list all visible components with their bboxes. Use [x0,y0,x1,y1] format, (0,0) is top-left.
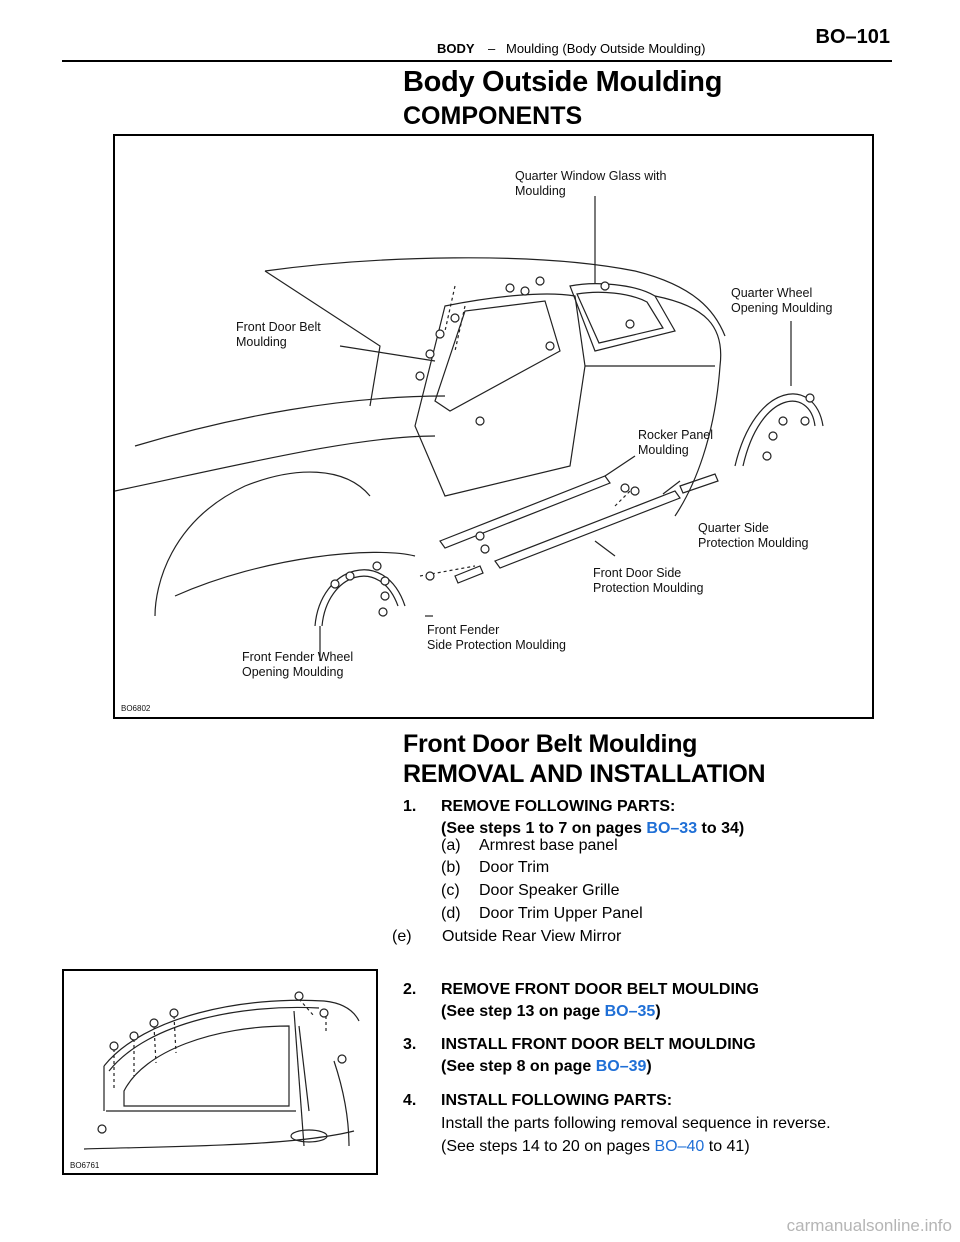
callout-rocker-panel: Rocker Panel Moulding [638,428,714,457]
page-title: Body Outside Moulding [403,66,723,98]
section2-title: Front Door Belt Moulding [403,730,698,758]
step2-text: REMOVE FRONT DOOR BELT MOULDING [441,981,759,998]
step2-number: 2. [403,981,417,998]
callout-front-door-belt: Front Door Belt Moulding [236,320,321,349]
step3-heading: 3. INSTALL FRONT DOOR BELT MOULDING [403,1034,756,1056]
step2-heading: 2. REMOVE FRONT DOOR BELT MOULDING [403,979,759,1001]
section2-subtitle: REMOVAL AND INSTALLATION [403,760,766,788]
step2-reference: (See step 13 on page BO–35) [441,1003,661,1020]
step3-number: 3. [403,1036,417,1053]
door-belt-figure: BO6761 [62,969,378,1175]
components-heading: COMPONENTS [403,102,583,130]
step1-item-b: (b)Door Trim [441,859,550,876]
components-drawing [115,196,824,661]
callout-quarter-window: Quarter Window Glass with Moulding [515,169,667,198]
step4-reference: (See steps 14 to 20 on pages BO–40 to 41… [441,1138,750,1155]
callout-front-door-side: Front Door Side Protection Moulding [593,566,704,595]
step4-line2: Install the parts following removal sequ… [441,1115,831,1132]
step1-number: 1. [403,798,417,815]
figure2-code: BO6761 [70,1161,100,1170]
step2-ref-link[interactable]: BO–35 [604,1003,656,1020]
step4-ref-link[interactable]: BO–40 [654,1138,705,1155]
watermark: carmanualsonline.info [786,1216,952,1235]
step4-number: 4. [403,1092,417,1109]
step3-ref-link[interactable]: BO–39 [595,1058,647,1075]
callout-quarter-wheel: Quarter Wheel Opening Moulding [731,286,833,315]
step3-reference: (See step 8 on page BO–39) [441,1058,652,1075]
header-rule [62,60,892,62]
step1-reference: (See steps 1 to 7 on pages BO–33 to 34) [441,820,745,837]
callout-front-fender-wheel: Front Fender Wheel Opening Moulding [242,650,354,679]
callout-quarter-side: Quarter Side Protection Moulding [698,521,809,550]
header-dash: – [488,41,496,56]
step1-item-c: (c)Door Speaker Grille [441,882,620,899]
step1-item-e: (e)Outside Rear View Mirror [392,928,622,945]
header-topic: Moulding (Body Outside Moulding) [506,41,706,56]
step4-heading: 4. INSTALL FOLLOWING PARTS: [403,1090,672,1112]
step4-text: INSTALL FOLLOWING PARTS: [441,1092,673,1109]
components-figure: Quarter Window Glass with Moulding Quart… [113,134,874,719]
step3-text: INSTALL FRONT DOOR BELT MOULDING [441,1036,756,1053]
callout-front-fender-side: Front Fender Side Protection Moulding [427,623,566,652]
step1-heading: 1. REMOVE FOLLOWING PARTS: [403,796,675,818]
step1-item-a: (a)Armrest base panel [441,837,618,854]
door-belt-drawing [83,991,360,1150]
step1-text: REMOVE FOLLOWING PARTS: [441,798,676,815]
page-number: BO–101 [815,26,891,48]
step1-item-d: (d)Door Trim Upper Panel [441,905,643,922]
header-section: BODY [437,41,475,56]
step1-ref-link[interactable]: BO–33 [646,820,698,837]
figure1-code: BO6802 [121,704,151,713]
